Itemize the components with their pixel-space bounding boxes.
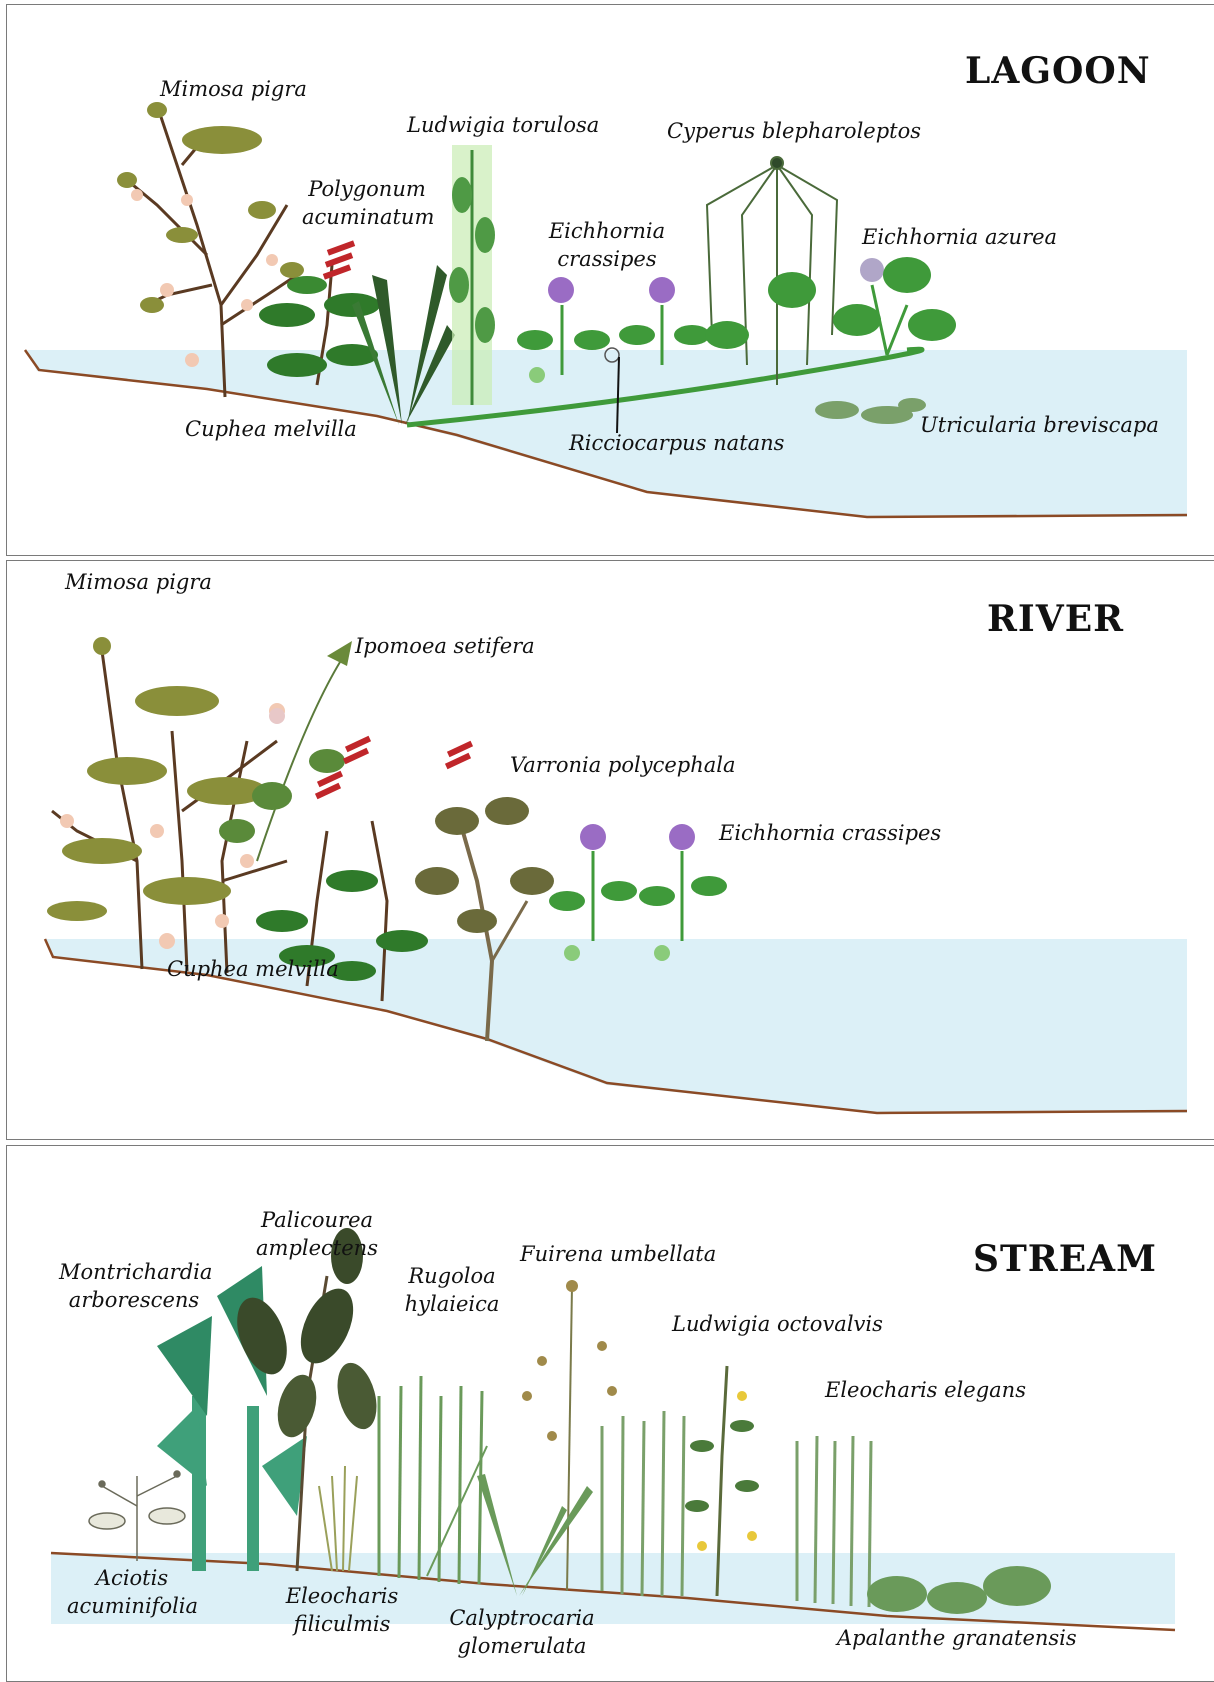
habitat-title: STREAM <box>973 1238 1157 1280</box>
label-palicourea-amplectens: Palicourea amplectens <box>252 1206 382 1262</box>
ludwigia-torulosa-plant <box>449 145 495 405</box>
label-utricularia-breviscapa: Utricularia breviscapa <box>920 411 1159 439</box>
label-eleocharis-filiculmis: Eleocharis filiculmis <box>282 1582 402 1638</box>
label-eleocharis-filiculmis-line1: Eleocharis <box>282 1582 402 1610</box>
label-polygonum-line2: acuminatum <box>302 203 432 231</box>
label-rugoloa-line2: hylaieica <box>397 1290 507 1318</box>
label-calyptrocaria-line2: glomerulata <box>447 1632 597 1660</box>
label-montrichardia-arborescens: Montrichardia arborescens <box>59 1258 209 1314</box>
habitat-title: RIVER <box>987 598 1124 640</box>
label-eichhornia-crassipes: Eichhornia crassipes <box>547 217 667 273</box>
label-varronia-polycephala: Varronia polycephala <box>510 751 736 779</box>
label-apalanthe-granatensis: Apalanthe granatensis <box>837 1624 1077 1652</box>
ipomoea-setifera-plant <box>219 641 352 861</box>
label-aciotis-line1: Aciotis <box>67 1564 197 1592</box>
label-eichhornia-crassipes-line1: Eichhornia <box>547 217 667 245</box>
label-palicourea-line1: Palicourea <box>252 1206 382 1234</box>
mimosa-pigra-foliage <box>117 102 304 313</box>
label-mimosa-pigra: Mimosa pigra <box>160 75 307 103</box>
label-ricciocarpus-natans: Ricciocarpus natans <box>569 429 784 457</box>
label-cyperus-blepharoleptos: Cyperus blepharoleptos <box>667 117 921 145</box>
label-aciotis-line2: acuminifolia <box>67 1592 197 1620</box>
label-mimosa-pigra: Mimosa pigra <box>65 568 212 596</box>
rugoloa-hylaieica-plant <box>379 1376 487 1584</box>
label-calyptrocaria-line1: Calyptrocaria <box>447 1604 597 1632</box>
label-rugoloa-hylaieica: Rugoloa hylaieica <box>397 1262 507 1318</box>
label-montrichardia-line2: arborescens <box>59 1286 209 1314</box>
label-montrichardia-line1: Montrichardia <box>59 1258 209 1286</box>
label-aciotis-acuminifolia: Aciotis acuminifolia <box>67 1564 197 1620</box>
label-palicourea-line2: amplectens <box>252 1234 382 1262</box>
label-calyptrocaria-glomerulata: Calyptrocaria glomerulata <box>447 1604 597 1660</box>
river-scene <box>7 561 1214 1139</box>
habitat-title: LAGOON <box>965 50 1151 92</box>
label-eleocharis-elegans: Eleocharis elegans <box>825 1376 1026 1404</box>
label-eleocharis-filiculmis-line2: filiculmis <box>282 1610 402 1638</box>
label-ludwigia-octovalvis: Ludwigia octovalvis <box>672 1310 883 1338</box>
label-polygonum-acuminatum: Polygonum acuminatum <box>302 175 432 231</box>
label-cuphea-melvilla: Cuphea melvilla <box>167 955 339 983</box>
label-cuphea-melvilla: Cuphea melvilla <box>185 415 357 443</box>
eichhornia-azurea-plant <box>705 257 956 355</box>
label-eichhornia-crassipes-line2: crassipes <box>547 245 667 273</box>
panel-stream: STREAM Palicourea amplectens Montrichard… <box>6 1145 1214 1682</box>
aciotis-acuminifolia-plant <box>89 1471 185 1561</box>
label-rugoloa-line1: Rugoloa <box>397 1262 507 1290</box>
label-eichhornia-crassipes: Eichhornia crassipes <box>719 819 941 847</box>
label-ludwigia-torulosa: Ludwigia torulosa <box>407 111 599 139</box>
panel-river: RIVER Mimosa pigra Ipomoea setifera Varr… <box>6 560 1214 1140</box>
label-polygonum-line1: Polygonum <box>302 175 432 203</box>
label-eichhornia-azurea: Eichhornia azurea <box>862 223 1057 251</box>
label-fuirena-umbellata: Fuirena umbellata <box>520 1240 716 1268</box>
label-ipomoea-setifera: Ipomoea setifera <box>355 632 535 660</box>
panel-lagoon: LAGOON Mimosa pigra Ludwigia torulosa Cy… <box>6 4 1214 556</box>
